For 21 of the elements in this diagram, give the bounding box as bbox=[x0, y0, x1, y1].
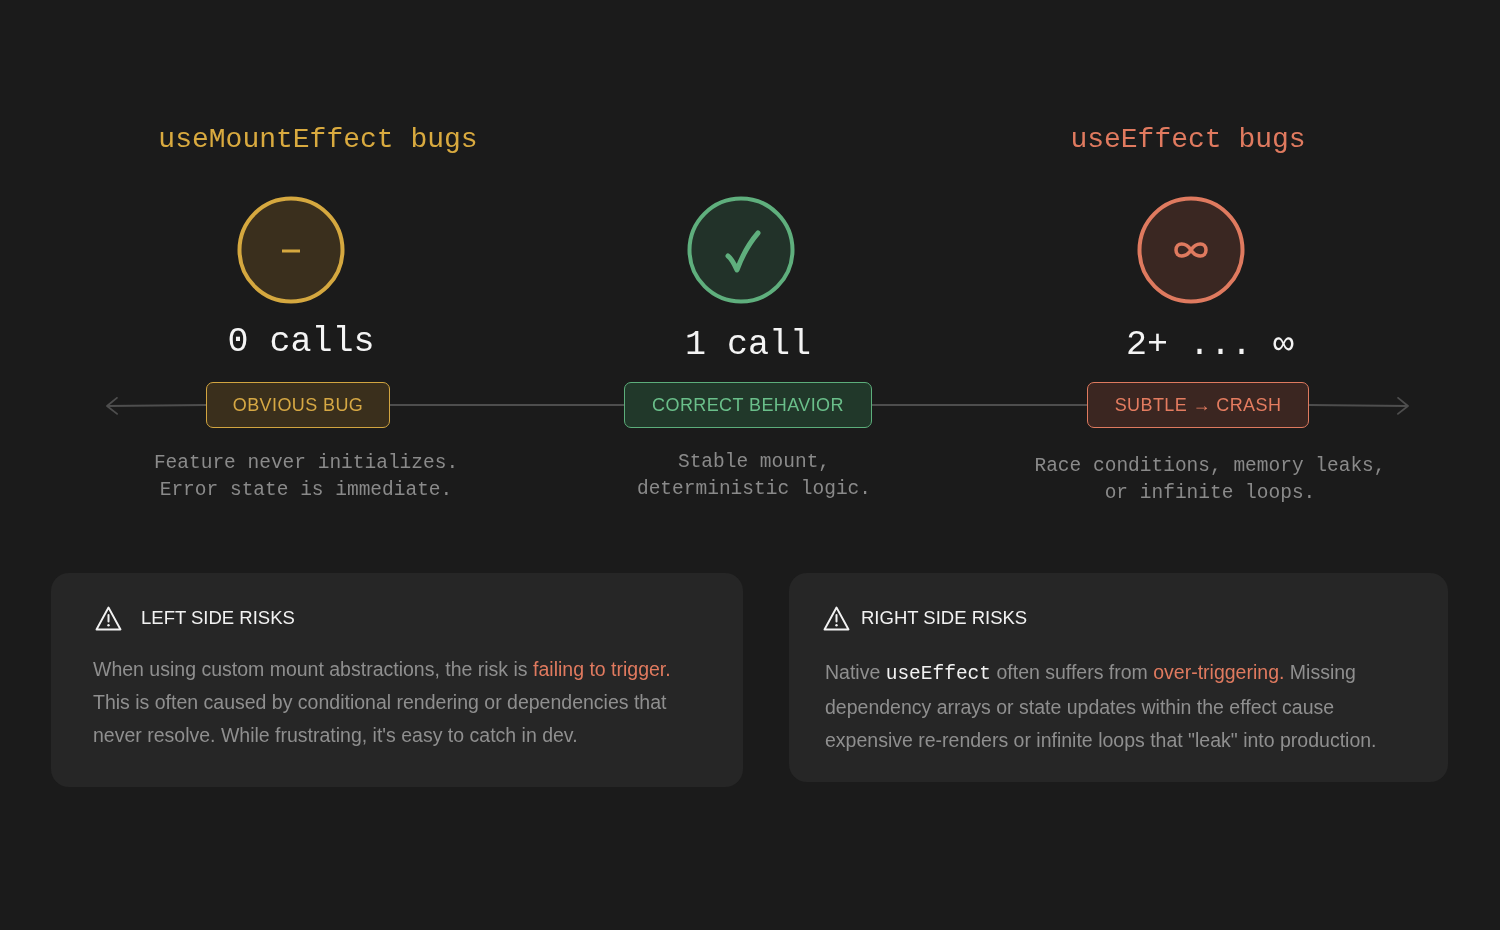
description-text: Feature never initializes. Error state is immediate. bbox=[152, 451, 460, 503]
arrow bbox=[1308, 397, 1409, 415]
panel-heading: LEFT SIDE RISKS bbox=[141, 607, 295, 629]
description-text: Race conditions, memory leaks, or infinite loops. bbox=[1033, 454, 1387, 506]
arrow bbox=[106, 397, 207, 415]
panel-text: Native useEffect often suffers from over-triggering. Missing dependency arrays or state updates within the effect cause expensive re-renders or infinite loops that "leak" into production. bbox=[825, 660, 1378, 753]
risk-panel bbox=[51, 573, 743, 787]
status-badge: CORRECT BEHAVIOR bbox=[624, 382, 872, 428]
status-badge: OBVIOUS BUG bbox=[206, 382, 390, 428]
connector-line bbox=[871, 404, 1088, 406]
description-text: Stable mount, deterministic logic. bbox=[635, 450, 872, 502]
status-badge: SUBTLE → CRASH bbox=[1087, 382, 1309, 428]
panel-text: When using custom mount abstractions, the risk is failing to trigger. This is often caused by conditional rendering or dependencies that never resolve. While frustrating, it's easy to catch in dev. bbox=[93, 657, 672, 748]
connector-line bbox=[389, 404, 625, 406]
column-heading: useEffect bugs bbox=[1070, 123, 1306, 157]
risk-panel bbox=[789, 573, 1448, 782]
call-count: 0 calls bbox=[227, 321, 375, 363]
call-count: 1 call bbox=[685, 324, 811, 366]
call-count: 2+ ... ∞ bbox=[1126, 324, 1294, 366]
column-heading: useMountEffect bugs bbox=[158, 123, 478, 157]
panel-heading: RIGHT SIDE RISKS bbox=[861, 607, 1028, 629]
